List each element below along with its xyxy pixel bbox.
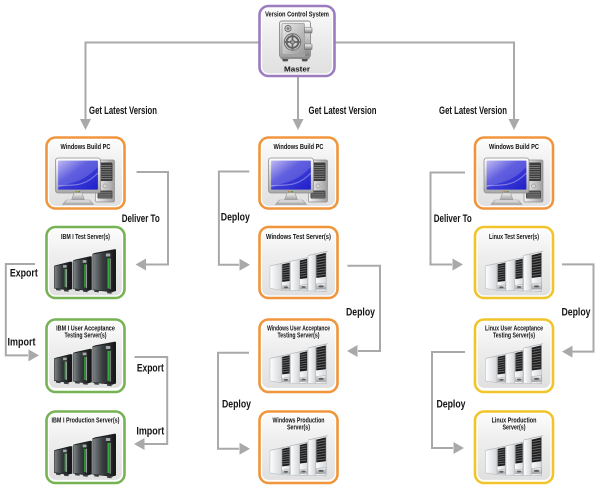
svg-text:Windows Test Server(s): Windows Test Server(s) xyxy=(266,234,331,242)
svg-text:Windows Build PC: Windows Build PC xyxy=(489,144,539,152)
svg-text:Master: Master xyxy=(284,65,310,74)
svg-text:Import: Import xyxy=(136,426,165,438)
svg-text:IBM I Production Server(s): IBM I Production Server(s) xyxy=(52,417,120,425)
svg-text:Get Latest Version: Get Latest Version xyxy=(309,105,377,118)
svg-text:Windows Production: Windows Production xyxy=(273,417,325,425)
svg-text:Deliver To: Deliver To xyxy=(434,213,472,226)
svg-text:Deploy: Deploy xyxy=(562,307,591,319)
svg-text:Windows Build PC: Windows Build PC xyxy=(61,144,111,152)
svg-text:Deploy: Deploy xyxy=(221,212,250,224)
svg-text:Testing Server(s): Testing Server(s) xyxy=(493,332,535,340)
svg-text:IBM I User Acceptance: IBM I User Acceptance xyxy=(56,325,115,333)
svg-text:Get Latest Version: Get Latest Version xyxy=(439,105,507,118)
svg-text:Linux Production: Linux Production xyxy=(492,417,537,425)
svg-text:Export: Export xyxy=(10,268,39,280)
svg-text:Server(s): Server(s) xyxy=(503,424,526,432)
svg-text:Version Control System: Version Control System xyxy=(265,11,329,19)
svg-text:Server(s): Server(s) xyxy=(287,424,310,432)
svg-text:Testing Server(s): Testing Server(s) xyxy=(65,332,107,340)
svg-text:Get Latest Version: Get Latest Version xyxy=(89,105,157,118)
svg-text:Deliver To: Deliver To xyxy=(122,213,160,226)
svg-text:Deploy: Deploy xyxy=(437,399,466,411)
svg-text:Linux Test Server(s): Linux Test Server(s) xyxy=(489,233,539,241)
svg-text:Deploy: Deploy xyxy=(222,399,251,411)
svg-text:Export: Export xyxy=(137,363,165,375)
svg-text:IBM I Test Server(s): IBM I Test Server(s) xyxy=(61,233,110,241)
svg-text:Linux User Acceptance: Linux User Acceptance xyxy=(485,325,543,333)
svg-text:Windows Build PC: Windows Build PC xyxy=(274,144,324,152)
svg-text:Testing Server(s): Testing Server(s) xyxy=(278,332,320,340)
svg-text:Import: Import xyxy=(8,337,37,349)
svg-text:Deploy: Deploy xyxy=(346,307,375,319)
svg-text:Windows User Acceptance: Windows User Acceptance xyxy=(267,326,330,333)
